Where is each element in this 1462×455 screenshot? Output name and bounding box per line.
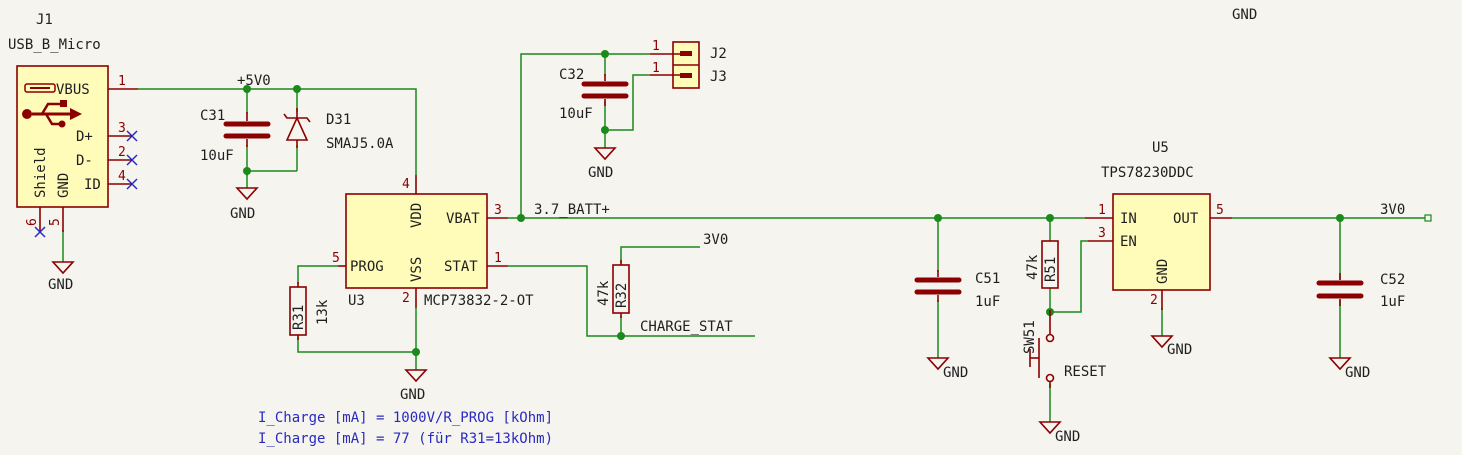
u5-pin-2-num: 2 <box>1150 293 1158 308</box>
c31-value: 10uF <box>200 148 234 164</box>
d31-tvs-diode[interactable]: D31 SMAJ5.0A <box>283 108 394 152</box>
u5-pin-gnd-name: GND <box>1155 259 1171 284</box>
j1-pin-4-num: 4 <box>118 169 126 184</box>
j1-pin-dm-name: D- <box>76 153 93 169</box>
no-connect-marks <box>34 130 138 238</box>
net-flag-3v0 <box>1424 214 1432 222</box>
j2-j3-connectors[interactable]: 1 1 J2 J3 <box>650 39 727 89</box>
j1-pin-1-num: 1 <box>118 74 126 89</box>
u3-pin-vbat-name: VBAT <box>446 211 480 227</box>
j3-ref: J3 <box>710 69 727 85</box>
u5-pin-in-name: IN <box>1120 211 1137 227</box>
c32-ref: C32 <box>559 67 584 83</box>
u5-ref: U5 <box>1152 140 1169 156</box>
note-charge-formula: I_Charge [mA] = 1000V/R_PROG [kOhm] <box>258 410 553 426</box>
u3-pin-5-num: 5 <box>332 251 340 266</box>
c51-value: 1uF <box>975 294 1000 310</box>
c52-capacitor[interactable]: C52 1uF <box>1316 272 1405 310</box>
u5-pin-5-num: 5 <box>1216 203 1224 218</box>
j3-pin-num: 1 <box>652 61 660 76</box>
gnd-label-u3: GND <box>400 387 425 403</box>
u5-pin-out-name: OUT <box>1173 211 1199 227</box>
gnd-label-c32: GND <box>588 165 613 181</box>
gnd-label-sw51: GND <box>1055 429 1080 445</box>
sw51-reset-switch[interactable]: SW51 RESET <box>1022 310 1107 388</box>
u5-ldo-regulator[interactable]: IN EN GND OUT 1 3 2 5 U5 TPS78230DDC <box>1085 140 1232 310</box>
r51-value: 47k <box>1025 254 1041 280</box>
r32-resistor[interactable]: R32 47k <box>596 260 630 318</box>
gnd-label-j1: GND <box>48 277 73 293</box>
net-label-charge-stat: CHARGE_STAT <box>640 319 733 335</box>
u3-pin-vdd-name: VDD <box>409 203 425 228</box>
j1-pin-3-num: 3 <box>118 121 126 136</box>
u3-pin-4-num: 4 <box>402 177 410 192</box>
net-label-batt: 3.7_BATT+ <box>534 202 610 218</box>
gnd-symbols <box>51 147 1352 435</box>
u3-pin-vss-name: VSS <box>409 257 425 282</box>
u3-pin-stat-name: STAT <box>444 259 478 275</box>
r31-value: 13k <box>315 299 331 325</box>
d31-value: SMAJ5.0A <box>326 136 394 152</box>
j1-pin-dp-name: D+ <box>76 129 93 145</box>
j1-pin-gnd-name: GND <box>56 173 72 198</box>
c31-ref: C31 <box>200 108 225 124</box>
u5-pin-en-name: EN <box>1120 234 1137 250</box>
j1-pin-5-num: 5 <box>48 218 63 226</box>
j1-pin-6-num: 6 <box>25 218 40 226</box>
r32-ref: R32 <box>614 283 630 308</box>
c52-ref: C52 <box>1380 272 1405 288</box>
note-charge-value: I_Charge [mA] = 77 (für R31=13kOhm) <box>258 431 553 447</box>
gnd-label-c31: GND <box>230 206 255 222</box>
sw51-ref: SW51 <box>1022 320 1038 354</box>
r51-ref: R51 <box>1043 257 1059 282</box>
c51-capacitor[interactable]: C51 1uF <box>914 270 1000 310</box>
j1-pin-shield-name: Shield <box>33 147 49 198</box>
gnd-label-c51: GND <box>943 365 968 381</box>
j2-ref: J2 <box>710 46 727 62</box>
u5-pin-1-num: 1 <box>1098 203 1106 218</box>
wires <box>62 53 1425 422</box>
gnd-label-orphan: GND <box>1232 7 1257 23</box>
u5-pin-3-num: 3 <box>1098 226 1106 241</box>
u3-pin-prog-name: PROG <box>350 259 384 275</box>
junction-dots <box>243 50 1344 356</box>
j1-ref: J1 <box>36 12 53 28</box>
gnd-label-u5: GND <box>1167 342 1192 358</box>
usb-icon <box>22 83 82 128</box>
r31-ref: R31 <box>291 305 307 330</box>
u3-pin-2-num: 2 <box>402 291 410 306</box>
u3-charger-ic[interactable]: VDD VBAT PROG VSS STAT 4 3 5 2 1 U3 MCP7… <box>332 175 534 309</box>
r32-value: 47k <box>596 280 612 306</box>
j1-usb-connector[interactable]: J1 USB_B_Micro VBUS D+ D- ID Shield GND … <box>8 12 138 238</box>
j1-value: USB_B_Micro <box>8 37 101 53</box>
u5-value: TPS78230DDC <box>1101 165 1194 181</box>
r51-resistor[interactable]: R51 47k <box>1025 240 1059 289</box>
net-label-3v0: 3V0 <box>1380 202 1405 218</box>
c31-capacitor[interactable]: C31 10uF <box>200 108 271 164</box>
j1-pin-id-name: ID <box>84 177 101 193</box>
j1-pin-vbus-name: VBUS <box>56 82 90 98</box>
u3-ref: U3 <box>348 293 365 309</box>
j2-pin-num: 1 <box>652 39 660 54</box>
d31-ref: D31 <box>326 112 351 128</box>
c32-value: 10uF <box>559 106 593 122</box>
c32-capacitor[interactable]: C32 10uF <box>559 67 629 122</box>
net-label-5v0: +5V0 <box>237 73 271 89</box>
j1-pin-2-num: 2 <box>118 145 126 160</box>
r31-resistor[interactable]: R31 13k <box>289 282 331 340</box>
sw51-value: RESET <box>1064 364 1107 380</box>
u3-value: MCP73832-2-OT <box>424 293 534 309</box>
c52-value: 1uF <box>1380 294 1405 310</box>
net-label-3v0-r32: 3V0 <box>703 232 728 248</box>
u3-pin-3-num: 3 <box>494 203 502 218</box>
c51-ref: C51 <box>975 271 1000 287</box>
gnd-label-c52: GND <box>1345 365 1370 381</box>
u3-pin-1-num: 1 <box>494 251 502 266</box>
